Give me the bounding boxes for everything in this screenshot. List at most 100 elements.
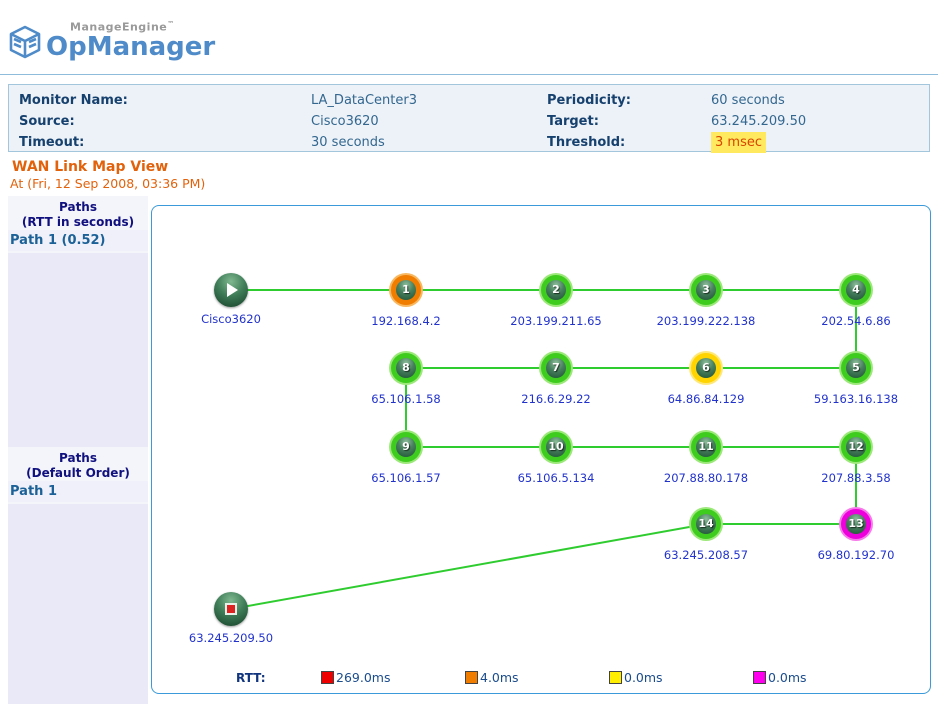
rtt-legend-value: 269.0ms <box>336 670 391 685</box>
paths-sidebar: Paths (RTT in seconds) Path 1 (0.52) Pat… <box>8 196 148 704</box>
paths-default-section: Paths (Default Order) Path 1 <box>8 447 148 504</box>
map-node-label: 65.106.5.134 <box>517 471 595 485</box>
map-node-label: 207.88.80.178 <box>663 471 749 485</box>
hop-sphere <box>846 437 866 457</box>
page-title: WAN Link Map View <box>12 159 169 175</box>
hop-sphere <box>396 280 416 300</box>
hop-number: 14 <box>698 517 714 530</box>
rtt-legend: RTT: 269.0ms 4.0ms 0.0ms 0.0ms <box>236 670 897 685</box>
sidebar-item-path1-rtt[interactable]: Path 1 (0.52) <box>8 230 148 251</box>
map-node-label: 63.245.209.50 <box>188 631 274 645</box>
monitor-info-bar: Monitor Name: LA_DataCenter3 Periodicity… <box>8 84 930 153</box>
paths-default-header-line1: Paths <box>59 451 97 465</box>
hop-sphere <box>846 280 866 300</box>
map-node-hop-12[interactable]: 12 <box>841 432 871 462</box>
rtt-legend-swatch <box>465 671 478 684</box>
hop-number: 9 <box>402 440 410 453</box>
hop-number: 11 <box>698 440 714 453</box>
hop-number: 8 <box>402 361 410 374</box>
trademark-symbol: ™ <box>167 20 175 28</box>
map-node-source[interactable] <box>214 273 248 307</box>
map-node-hop-8[interactable]: 8 <box>391 353 421 383</box>
source-label: Source: <box>19 114 75 129</box>
map-node-label: 69.80.192.70 <box>817 548 895 562</box>
hop-number: 4 <box>852 283 860 296</box>
source-value: Cisco3620 <box>311 114 379 129</box>
hop-sphere <box>396 437 416 457</box>
hop-sphere <box>546 358 566 378</box>
periodicity-value: 60 seconds <box>711 93 785 108</box>
brand-company: ManageEngine™ <box>70 20 175 34</box>
rtt-legend-entry-0: 269.0ms <box>321 670 465 685</box>
paths-default-header-line2: (Default Order) <box>26 466 130 480</box>
hop-number: 7 <box>552 361 560 374</box>
map-node-label: 65.106.1.58 <box>371 392 441 406</box>
map-node-hop-7[interactable]: 7 <box>541 353 571 383</box>
sidebar-item-path1-default[interactable]: Path 1 <box>8 481 148 502</box>
threshold-label: Threshold: <box>547 135 626 150</box>
map-node-hop-14[interactable]: 14 <box>691 509 721 539</box>
play-icon <box>227 283 238 297</box>
paths-rtt-header-line1: Paths <box>59 200 97 214</box>
page-subtitle: At (Fri, 12 Sep 2008, 03:36 PM) <box>10 176 206 191</box>
monitor-name-value: LA_DataCenter3 <box>311 93 417 108</box>
manageengine-cube-icon <box>9 25 41 58</box>
hop-sphere <box>696 280 716 300</box>
hop-number: 6 <box>702 361 710 374</box>
map-node-hop-10[interactable]: 10 <box>541 432 571 462</box>
header-divider <box>0 74 938 75</box>
periodicity-label: Periodicity: <box>547 93 631 108</box>
hop-number: 12 <box>848 440 864 453</box>
target-value: 63.245.209.50 <box>711 114 807 129</box>
hop-number: 13 <box>848 517 864 530</box>
hop-sphere <box>846 514 866 534</box>
hop-sphere <box>846 358 866 378</box>
hop-number: 1 <box>402 283 410 296</box>
wan-map-panel: Cisco3620 1 192.168.4.2 2 203.199.211.65 3 203… <box>151 205 931 694</box>
map-node-hop-1[interactable]: 1 <box>391 275 421 305</box>
map-node-label: 192.168.4.2 <box>371 314 441 328</box>
hop-sphere <box>396 358 416 378</box>
map-node-hop-9[interactable]: 9 <box>391 432 421 462</box>
map-node-label: 216.6.29.22 <box>521 392 591 406</box>
map-node-label: 203.199.222.138 <box>656 314 756 328</box>
brand-product: OpManager <box>46 31 216 62</box>
map-node-hop-6[interactable]: 6 <box>691 353 721 383</box>
map-node-hop-3[interactable]: 3 <box>691 275 721 305</box>
rtt-legend-value: 0.0ms <box>624 670 663 685</box>
rtt-legend-label: RTT: <box>236 670 266 685</box>
hop-sphere <box>546 280 566 300</box>
hop-sphere <box>696 358 716 378</box>
map-node-hop-13[interactable]: 13 <box>841 509 871 539</box>
rtt-legend-swatch <box>753 671 766 684</box>
threshold-value-badge: 3 msec <box>711 132 766 153</box>
map-node-label: 64.86.84.129 <box>667 392 745 406</box>
monitor-name-label: Monitor Name: <box>19 93 128 108</box>
map-node-label: 202.54.6.86 <box>821 314 891 328</box>
timeout-value: 30 seconds <box>311 135 385 150</box>
map-edge-14-tgt <box>230 523 707 610</box>
map-node-label: 65.106.1.57 <box>371 471 441 485</box>
map-node-hop-4[interactable]: 4 <box>841 275 871 305</box>
paths-rtt-section: Paths (RTT in seconds) Path 1 (0.52) <box>8 196 148 253</box>
map-node-label: Cisco3620 <box>201 312 261 326</box>
rtt-legend-swatch <box>609 671 622 684</box>
app-logo: ManageEngine™ OpManager <box>8 20 215 60</box>
map-node-hop-11[interactable]: 11 <box>691 432 721 462</box>
map-node-label: 59.163.16.138 <box>813 392 899 406</box>
rtt-legend-value: 4.0ms <box>480 670 519 685</box>
map-node-label: 63.245.208.57 <box>663 548 749 562</box>
stop-icon <box>225 603 237 615</box>
map-node-hop-5[interactable]: 5 <box>841 353 871 383</box>
rtt-legend-entry-2: 0.0ms <box>609 670 753 685</box>
paths-rtt-header-line2: (RTT in seconds) <box>21 215 135 229</box>
rtt-legend-entry-3: 0.0ms <box>753 670 897 685</box>
timeout-label: Timeout: <box>19 135 85 150</box>
target-label: Target: <box>547 114 599 129</box>
hop-number: 2 <box>552 283 560 296</box>
map-node-target[interactable] <box>214 592 248 626</box>
hop-number: 5 <box>852 361 860 374</box>
map-node-hop-2[interactable]: 2 <box>541 275 571 305</box>
map-node-label: 203.199.211.65 <box>510 314 602 328</box>
rtt-legend-value: 0.0ms <box>768 670 807 685</box>
